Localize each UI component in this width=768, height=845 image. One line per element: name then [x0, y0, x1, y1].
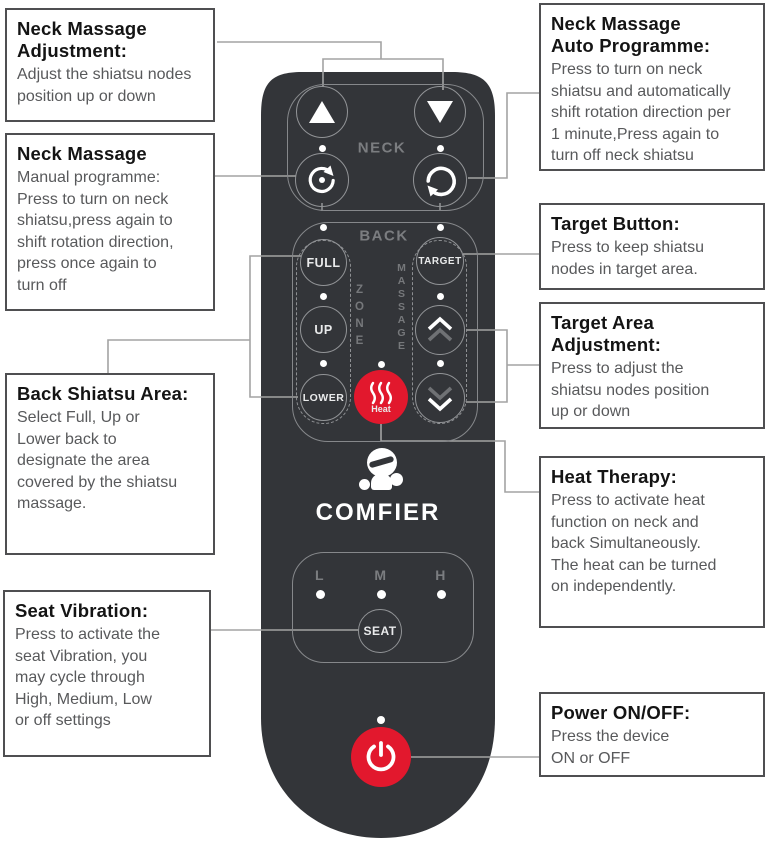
target-area-down-button[interactable] — [415, 373, 465, 423]
heat-button[interactable]: Heat — [354, 370, 408, 424]
seat-low-indicator-dot — [315, 589, 325, 599]
callout-title: Power ON/OFF: — [551, 702, 691, 723]
callout-body: Press to activate the seat Vibration, yo… — [15, 626, 160, 729]
seat-high-indicator-dot — [436, 589, 446, 599]
callout-neck-auto-programme: Neck Massage Auto Programme: Press to tu… — [539, 3, 765, 171]
neck-section-outline — [287, 84, 484, 211]
full-button-label: FULL — [306, 255, 341, 270]
neck-section-label: NECK — [357, 139, 407, 157]
target-indicator-dot — [436, 223, 444, 231]
neck-manual-programme-button[interactable] — [295, 153, 349, 207]
callout-seat-vibration: Seat Vibration: Press to activate the se… — [3, 590, 211, 757]
full-indicator-dot — [319, 223, 327, 231]
callout-back-shiatsu-area: Back Shiatsu Area: Select Full, Up or Lo… — [5, 373, 215, 555]
chevron-down-indicator-dot — [436, 359, 444, 367]
up-button-label: UP — [314, 322, 333, 337]
target-button-label: TARGET — [418, 255, 462, 267]
seat-medium-label: M — [374, 567, 388, 583]
callout-target-area-adjustment: Target Area Adjustment: Press to adjust … — [539, 302, 765, 429]
heat-indicator-dot — [377, 360, 385, 368]
chevron-down-icon — [427, 386, 453, 412]
callout-title: Target Area Adjustment: — [551, 312, 662, 355]
power-indicator-dot — [377, 716, 385, 724]
callout-title: Seat Vibration: — [15, 600, 149, 621]
neck-auto-programme-button[interactable] — [413, 153, 467, 207]
callout-target-button: Target Button: Press to keep shiatsu nod… — [539, 203, 765, 290]
callout-neck-adjustment: Neck Massage Adjustment: Adjust the shia… — [5, 8, 215, 122]
callout-body: Adjust the shiatsu nodes position up or … — [17, 66, 192, 105]
callout-title: Heat Therapy: — [551, 466, 677, 487]
seat-low-label: L — [314, 567, 326, 583]
lower-button-label: LOWER — [302, 391, 345, 404]
seat-high-label: H — [435, 567, 447, 583]
seat-section-outline — [292, 552, 474, 663]
back-full-button[interactable]: FULL — [300, 239, 347, 286]
neck-node-down-button[interactable] — [414, 86, 466, 138]
zone-vertical-label: ZONE — [355, 284, 364, 347]
heat-waves-icon — [370, 381, 392, 404]
heat-button-label: Heat — [371, 403, 391, 414]
chevron-up-indicator-dot — [436, 292, 444, 300]
callout-body: Select Full, Up or Lower back to designa… — [17, 409, 178, 512]
rotate-counterclockwise-icon — [426, 166, 456, 197]
rotate-clockwise-icon — [308, 165, 335, 193]
neck-left-indicator-dot — [318, 144, 326, 152]
callout-power: Power ON/OFF: Press the device ON or OFF — [539, 692, 765, 777]
seat-medium-indicator-dot — [376, 589, 386, 599]
up-triangle-icon — [309, 101, 335, 123]
callout-title: Back Shiatsu Area: — [17, 383, 189, 404]
target-area-up-button[interactable] — [415, 305, 465, 355]
chevron-up-icon — [427, 316, 453, 342]
back-lower-button[interactable]: LOWER — [300, 374, 347, 421]
connector-lines — [107, 41, 539, 758]
target-button[interactable]: TARGET — [416, 237, 464, 285]
down-triangle-icon — [427, 101, 453, 123]
callout-title: Neck Massage Auto Programme: — [551, 13, 711, 56]
power-button[interactable] — [351, 727, 411, 787]
callout-neck-manual: Neck Massage Manual programme: Press to … — [5, 133, 215, 311]
back-up-button[interactable]: UP — [300, 306, 347, 353]
back-section-label: BACK — [359, 227, 409, 245]
callout-body: Manual programme: Press to turn on neck … — [17, 169, 174, 294]
back-section-outline — [292, 222, 478, 442]
up-indicator-dot — [319, 292, 327, 300]
callout-body: Press to activate heat function on neck … — [551, 492, 717, 595]
callout-heat-therapy: Heat Therapy: Press to activate heat fun… — [539, 456, 765, 628]
callout-title: Neck Massage Adjustment: — [17, 18, 147, 61]
neck-node-up-button[interactable] — [296, 86, 348, 138]
callout-body: Press the device ON or OFF — [551, 728, 670, 767]
callout-body: Press to adjust the shiatsu nodes positi… — [551, 360, 710, 420]
callout-body: Press to turn on neck shiatsu and automa… — [551, 61, 731, 164]
neck-right-indicator-dot — [436, 144, 444, 152]
callout-title: Neck Massage — [17, 143, 147, 164]
callout-body: Press to keep shiatsu nodes in target ar… — [551, 239, 704, 278]
callout-title: Target Button: — [551, 213, 680, 234]
comfier-mascot-icon — [352, 448, 410, 494]
power-icon — [366, 741, 396, 772]
massage-vertical-label: MASSAGE — [397, 262, 406, 352]
seat-button[interactable]: SEAT — [358, 609, 402, 653]
lower-indicator-dot — [319, 359, 327, 367]
seat-button-label: SEAT — [363, 624, 397, 638]
brand-wordmark: COMFIER — [315, 499, 441, 526]
